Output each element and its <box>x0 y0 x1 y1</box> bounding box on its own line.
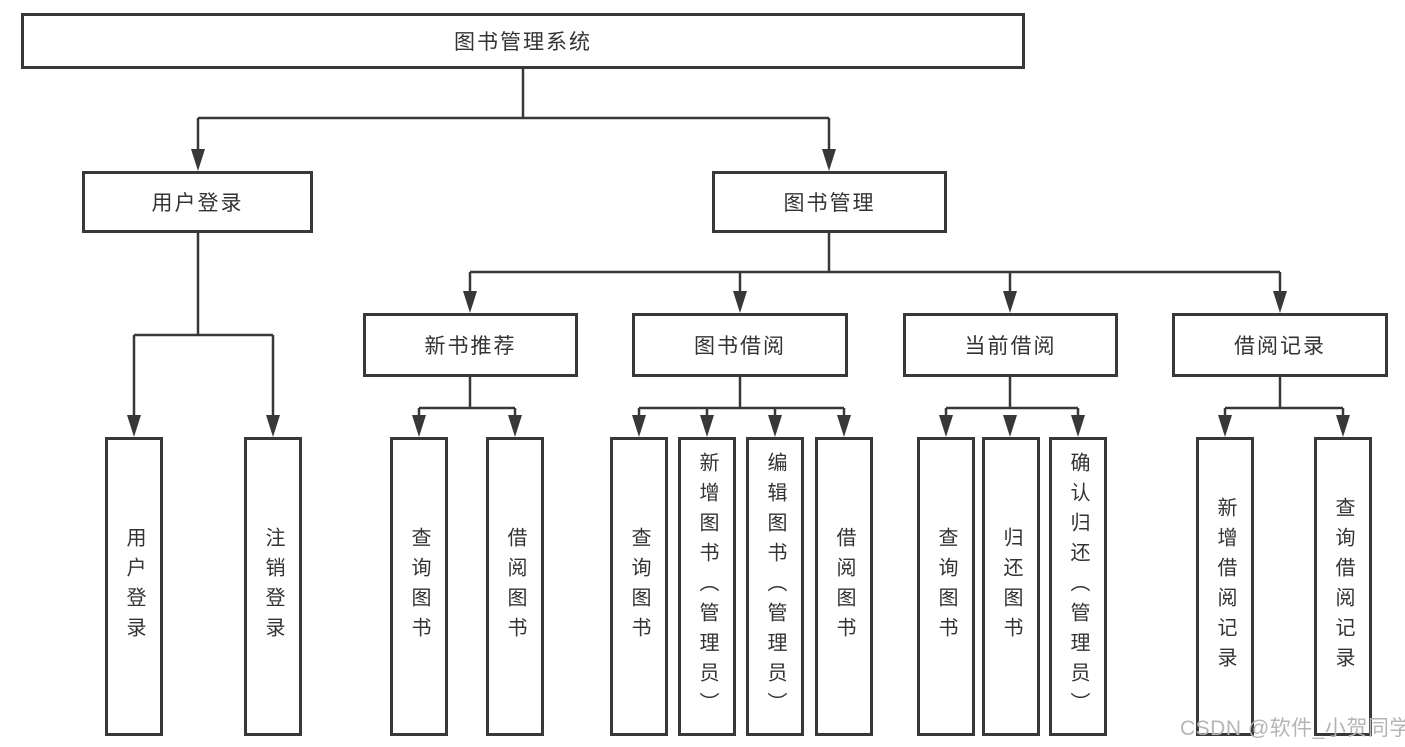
node-new-book-recommendation: 新书推荐 <box>363 313 578 377</box>
arrowheads <box>127 149 1350 437</box>
node-confirm-return-admin: 确认归还（管理员） <box>1049 437 1107 736</box>
node-label: 图书借阅 <box>694 335 786 358</box>
node-logout-leaf: 注销登录 <box>244 437 302 736</box>
node-borrowing-records: 借阅记录 <box>1172 313 1388 377</box>
node-label: 注销登录 <box>262 526 284 647</box>
node-label: 新增图书（管理员） <box>696 451 718 722</box>
node-label: 编辑图书（管理员） <box>764 451 786 722</box>
node-query-borrow-record: 查询借阅记录 <box>1314 437 1372 736</box>
node-current-borrowing: 当前借阅 <box>903 313 1118 377</box>
node-edit-books-admin: 编辑图书（管理员） <box>746 437 804 736</box>
node-borrow-books-leaf: 借阅图书 <box>815 437 873 736</box>
node-label: 查询图书 <box>935 526 957 647</box>
node-label: 归还图书 <box>1000 526 1022 647</box>
node-label: 用户登录 <box>151 192 244 215</box>
node-library-management-system: 图书管理系统 <box>21 13 1025 69</box>
node-book-borrowing: 图书借阅 <box>632 313 848 377</box>
node-label: 借阅图书 <box>833 526 855 647</box>
node-label: 图书管理 <box>783 192 876 215</box>
node-label: 用户登录 <box>123 526 145 647</box>
node-label: 借阅记录 <box>1234 335 1326 358</box>
node-query-books-recommend: 查询图书 <box>390 437 448 736</box>
node-label: 当前借阅 <box>964 335 1057 358</box>
node-query-books-current: 查询图书 <box>917 437 975 736</box>
node-add-books-admin: 新增图书（管理员） <box>678 437 736 736</box>
node-return-books: 归还图书 <box>982 437 1040 736</box>
node-book-management: 图书管理 <box>712 171 947 233</box>
node-user-login-leaf: 用户登录 <box>105 437 163 736</box>
node-add-borrow-record: 新增借阅记录 <box>1196 437 1254 736</box>
node-label: 查询图书 <box>408 526 430 647</box>
node-label: 借阅图书 <box>504 526 526 647</box>
node-label: 图书管理系统 <box>454 31 592 54</box>
csdn-watermark: CSDN @软件_小贺同学 <box>1180 717 1405 740</box>
node-label: 新书推荐 <box>424 335 517 358</box>
node-borrow-books-recommend: 借阅图书 <box>486 437 544 736</box>
node-user-login: 用户登录 <box>82 171 313 233</box>
node-label: 查询图书 <box>628 526 650 647</box>
node-query-books-borrowing: 查询图书 <box>610 437 668 736</box>
node-label: 查询借阅记录 <box>1332 496 1354 677</box>
node-label: 新增借阅记录 <box>1214 496 1236 677</box>
node-label: 确认归还（管理员） <box>1067 451 1089 722</box>
